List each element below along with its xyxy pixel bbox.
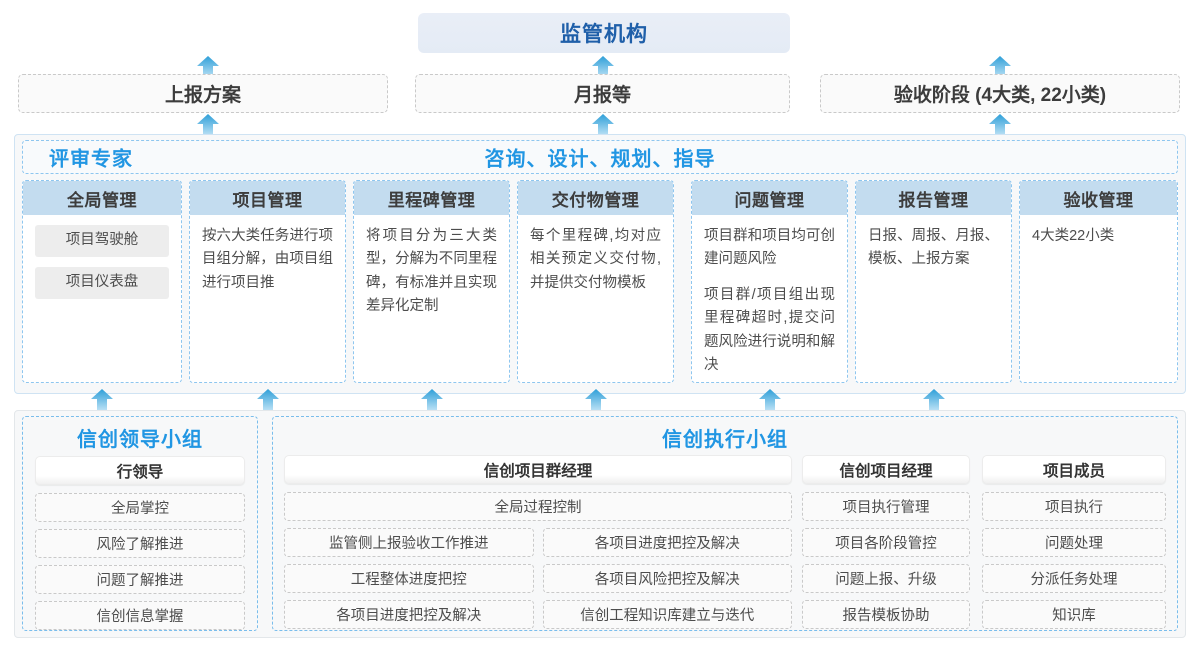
role-bank-leader: 行领导 — [35, 456, 245, 485]
arrow-up-to-submission-1 — [592, 114, 614, 136]
group-leading: 信创领导小组 行领导 全局掌控 风险了解推进 问题了解推进 信创信息掌握 — [22, 416, 258, 631]
module-body-issue: 项目群和项目均可创建问题风险 项目群/项目组出现里程碑超时,提交问题风险进行说明… — [692, 215, 847, 382]
submission-label-1: 月报等 — [573, 85, 631, 106]
member-item-3[interactable]: 知识库 — [982, 600, 1166, 629]
regulator-label: 监管机构 — [560, 23, 648, 46]
module-text-issue-0: 项目群和项目均可创建问题风险 — [704, 228, 835, 268]
arrow-up-column-2 — [421, 389, 443, 411]
leading-item-3[interactable]: 信创信息掌握 — [35, 601, 245, 630]
module-column-global: 全局管理 项目驾驶舱 项目仪表盘 — [22, 180, 182, 383]
module-chip-dashboard[interactable]: 项目仪表盘 — [35, 267, 169, 299]
platform-header-bar: 评审专家 咨询、设计、规划、指导 — [22, 140, 1178, 174]
submission-box-1: 月报等 — [415, 74, 790, 113]
module-body-deliverable: 每个里程碑,均对应相关预定义交付物,并提供交付物模板 — [518, 215, 673, 303]
module-column-issue: 问题管理 项目群和项目均可创建问题风险 项目群/项目组出现里程碑超时,提交问题风… — [691, 180, 848, 383]
module-text-deliverable-0: 每个里程碑,均对应相关预定义交付物,并提供交付物模板 — [530, 228, 661, 291]
module-body-project: 按六大类任务进行项目组分解，由项目组进行项目推 — [190, 215, 345, 303]
module-title-acceptance: 验收管理 — [1020, 181, 1177, 215]
module-title-global: 全局管理 — [23, 181, 181, 215]
module-title-deliverable: 交付物管理 — [518, 181, 673, 215]
arrow-up-column-0 — [91, 389, 113, 411]
group-leading-title: 信创领导小组 — [77, 429, 203, 451]
module-title-milestone: 里程碑管理 — [354, 181, 509, 215]
module-column-milestone: 里程碑管理 将项目分为三大类型，分解为不同里程碑，有标准并且实现差异化定制 — [353, 180, 510, 383]
member-item-0[interactable]: 项目执行 — [982, 492, 1166, 521]
module-text-project-0: 按六大类任务进行项目组分解，由项目组进行项目推 — [202, 228, 333, 291]
arrow-up-column-1 — [257, 389, 279, 411]
leading-item-1[interactable]: 风险了解推进 — [35, 529, 245, 558]
project-manager-item-2[interactable]: 问题上报、升级 — [802, 564, 970, 593]
program-left-item-1[interactable]: 工程整体进度把控 — [284, 564, 534, 593]
module-text-report-0: 日报、周报、月报、模板、上报方案 — [868, 228, 999, 268]
submission-label-0: 上报方案 — [164, 85, 241, 106]
arrow-up-to-regulator-center — [592, 56, 614, 78]
group-execution: 信创执行小组 — [272, 416, 1178, 631]
module-body-report: 日报、周报、月报、模板、上报方案 — [856, 215, 1011, 280]
module-text-milestone-0: 将项目分为三大类型，分解为不同里程碑，有标准并且实现差异化定制 — [366, 228, 497, 315]
module-text-issue-1: 项目群/项目组出现里程碑超时,提交问题风险进行说明和解决 — [704, 286, 835, 374]
arrow-up-to-submission-2 — [989, 114, 1011, 136]
module-text-acceptance-0: 4大类22小类 — [1032, 228, 1115, 244]
arrow-up-column-3 — [585, 389, 607, 411]
program-right-item-2[interactable]: 信创工程知识库建立与迭代 — [542, 600, 792, 629]
module-chip-cockpit[interactable]: 项目驾驶舱 — [35, 225, 169, 257]
leading-item-0[interactable]: 全局掌控 — [35, 493, 245, 522]
group-execution-title: 信创执行小组 — [662, 429, 788, 451]
module-title-project: 项目管理 — [190, 181, 345, 215]
program-left-item-2[interactable]: 各项目进度把控及解决 — [284, 600, 534, 629]
program-wide-item[interactable]: 全局过程控制 — [284, 492, 792, 521]
role-program-manager: 信创项目群经理 — [284, 455, 792, 484]
module-column-report: 报告管理 日报、周报、月报、模板、上报方案 — [855, 180, 1012, 383]
arrow-up-to-regulator-left — [197, 56, 219, 78]
arrow-up-column-5 — [923, 389, 945, 411]
block-program-manager: 信创项目群经理 全局过程控制 监管侧上报验收工作推进 工程整体进度把控 各项目进… — [284, 455, 792, 629]
module-column-acceptance: 验收管理 4大类22小类 — [1019, 180, 1178, 383]
block-project-member: 项目成员 项目执行 问题处理 分派任务处理 知识库 — [982, 455, 1166, 629]
arrow-up-column-4 — [759, 389, 781, 411]
module-title-issue: 问题管理 — [692, 181, 847, 215]
member-item-2[interactable]: 分派任务处理 — [982, 564, 1166, 593]
consulting-label: 咨询、设计、规划、指导 — [484, 148, 716, 171]
project-manager-item-3[interactable]: 报告模板协助 — [802, 600, 970, 629]
program-right-item-0[interactable]: 各项目进度把控及解决 — [542, 528, 792, 557]
module-body-acceptance: 4大类22小类 — [1020, 215, 1177, 256]
module-column-project: 项目管理 按六大类任务进行项目组分解，由项目组进行项目推 — [189, 180, 346, 383]
member-item-1[interactable]: 问题处理 — [982, 528, 1166, 557]
role-project-member: 项目成员 — [982, 455, 1166, 484]
submission-label-2: 验收阶段 (4大类, 22小类) — [893, 85, 1107, 106]
project-manager-item-1[interactable]: 项目各阶段管控 — [802, 528, 970, 557]
role-project-manager: 信创项目经理 — [802, 455, 970, 484]
arrow-up-to-submission-0 — [197, 114, 219, 136]
arrow-up-to-regulator-right — [989, 56, 1011, 78]
module-body-global: 项目驾驶舱 项目仪表盘 — [23, 215, 181, 317]
program-right-item-1[interactable]: 各项目风险把控及解决 — [542, 564, 792, 593]
regulator-box: 监管机构 — [418, 13, 790, 53]
module-column-deliverable: 交付物管理 每个里程碑,均对应相关预定义交付物,并提供交付物模板 — [517, 180, 674, 383]
leading-item-2[interactable]: 问题了解推进 — [35, 565, 245, 594]
module-body-milestone: 将项目分为三大类型，分解为不同里程碑，有标准并且实现差异化定制 — [354, 215, 509, 327]
block-project-manager: 信创项目经理 项目执行管理 项目各阶段管控 问题上报、升级 报告模板协助 — [802, 455, 970, 629]
submission-box-2: 验收阶段 (4大类, 22小类) — [820, 74, 1180, 113]
module-title-report: 报告管理 — [856, 181, 1011, 215]
review-expert-label: 评审专家 — [49, 148, 133, 171]
project-manager-item-0[interactable]: 项目执行管理 — [802, 492, 970, 521]
program-left-item-0[interactable]: 监管侧上报验收工作推进 — [284, 528, 534, 557]
submission-box-0: 上报方案 — [18, 74, 388, 113]
